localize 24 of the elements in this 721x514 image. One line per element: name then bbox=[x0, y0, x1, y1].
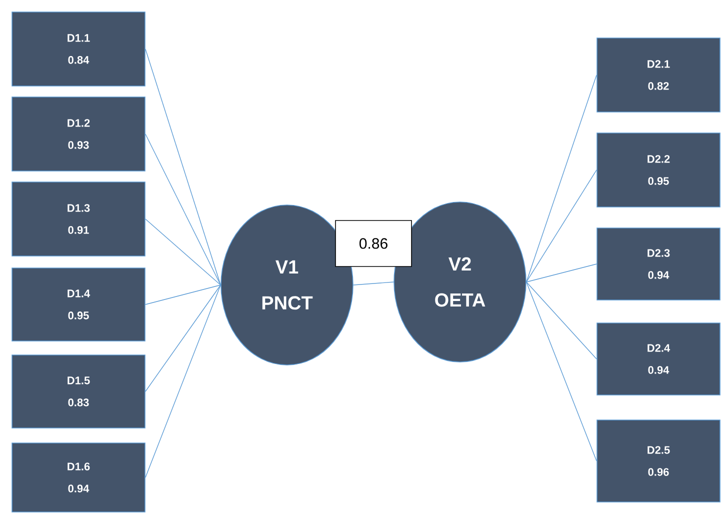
connector-line bbox=[526, 170, 597, 282]
connector-line bbox=[145, 218, 221, 286]
connector-line bbox=[145, 284, 221, 478]
connector-line bbox=[526, 74, 597, 282]
indicator-box: D2.1 0.82 bbox=[596, 38, 720, 112]
connector-line bbox=[353, 282, 394, 286]
edge-label: 0.86 bbox=[335, 220, 412, 267]
indicator-box: D1.3 0.91 bbox=[12, 182, 146, 256]
indicator-box: D2.4 0.94 bbox=[596, 322, 720, 396]
connector-line bbox=[145, 284, 221, 392]
indicator-box: D1.2 0.93 bbox=[12, 96, 146, 172]
indicator-box: D2.2 0.95 bbox=[596, 132, 720, 208]
connector-line bbox=[145, 284, 221, 305]
connector-line bbox=[526, 264, 597, 282]
indicator-box: D1.6 0.94 bbox=[12, 442, 146, 512]
indicator-box: D1.4 0.95 bbox=[12, 268, 146, 342]
connector-line bbox=[145, 134, 221, 286]
connector-line bbox=[526, 282, 597, 462]
indicator-box: D1.5 0.83 bbox=[12, 354, 146, 428]
indicator-box: D2.5 0.96 bbox=[596, 420, 720, 502]
indicator-box: D1.1 0.84 bbox=[12, 12, 146, 86]
indicator-box: D2.3 0.94 bbox=[596, 228, 720, 300]
connector-line bbox=[145, 48, 221, 286]
connector-line bbox=[526, 282, 597, 360]
